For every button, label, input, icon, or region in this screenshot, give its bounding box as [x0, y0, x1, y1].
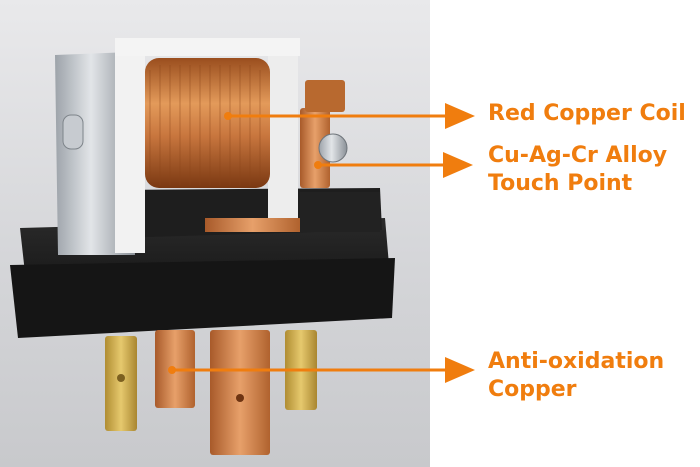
label-red-copper-coil: Red Copper Coil: [488, 100, 686, 128]
label-anti-oxidation-copper-line1: Anti-oxidation: [488, 349, 665, 374]
contact-point: [205, 80, 348, 232]
label-anti-oxidation-copper-line2: Copper: [488, 377, 577, 402]
label-contact-point-line1: Cu-Ag-Cr Alloy: [488, 143, 668, 168]
label-contact-point-line2: Touch Point: [488, 171, 633, 196]
label-contact-point: Cu-Ag-Cr Alloy Touch Point: [488, 142, 667, 198]
copper-terminals: [105, 330, 317, 455]
coil-bobbin: [115, 38, 300, 253]
annotation-arrows: [168, 103, 475, 383]
label-red-copper-coil-line1: Red Copper Coil: [488, 101, 686, 126]
annotation-panel: [430, 0, 700, 467]
label-anti-oxidation-copper: Anti-oxidation Copper: [488, 348, 664, 404]
copper-coil: [145, 58, 270, 188]
